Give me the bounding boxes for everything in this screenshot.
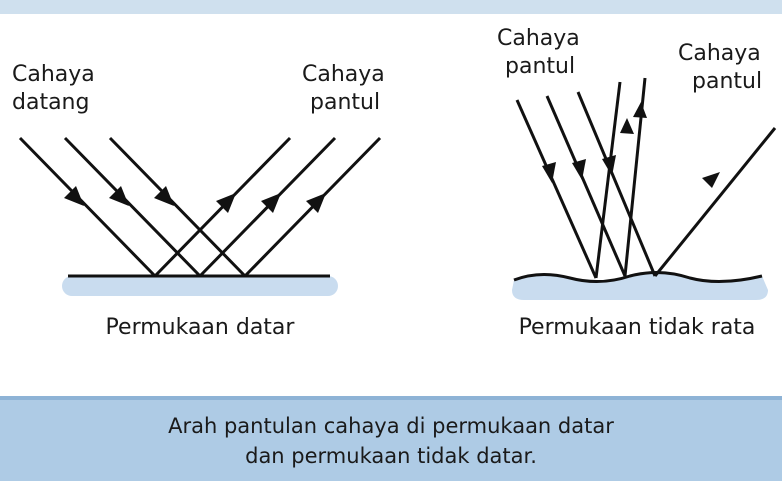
uneven-surface-shadow [512,272,768,300]
flat-surface-shadow [62,276,338,296]
uneven-incident-arrow-2 [572,159,586,180]
uneven-incident-arrow-1 [542,162,556,183]
reflected-arrow-1 [216,193,236,213]
reflected-arrows [216,193,326,213]
uneven-incident-rays [515,91,657,279]
reflection-diagram: Cahaya datang Cahaya pantul Permukaan da… [12,26,777,340]
flat-surface-label: Permukaan datar [106,315,296,340]
reflected-arrow-3 [306,193,326,213]
incident-ray-2 [63,136,202,278]
uneven-reflected-arrow-2 [633,102,647,118]
reflected-label-line2: pantul [310,90,380,115]
uneven-reflected-label-a-line2: pantul [505,54,575,79]
uneven-reflected-ray-1 [594,81,622,279]
uneven-incident-ray-1 [515,99,598,279]
incident-label-line2: datang [12,90,89,115]
top-border-strip [0,0,782,14]
incident-arrow-1 [64,186,84,206]
uneven-reflected-label-b-line2: pantul [692,69,762,94]
uneven-incident-ray-2 [545,95,627,277]
uneven-incident-ray-3 [576,91,657,277]
uneven-reflected-arrow-1 [620,118,634,134]
reflected-label-line1: Cahaya [302,62,385,87]
uneven-reflected-label-a-line1: Cahaya [497,26,580,51]
incident-arrow-3 [154,186,174,206]
uneven-surface-line [513,271,763,284]
incident-rays [18,136,247,278]
uneven-reflected-ray-3 [653,127,777,277]
caption-line-1: Arah pantulan cahaya di permukaan datar [168,413,614,438]
flat-surface-panel: Cahaya datang Cahaya pantul Permukaan da… [12,62,385,340]
incident-arrows [64,186,174,206]
uneven-reflected-rays [594,77,777,279]
uneven-reflected-arrow-3 [702,172,720,188]
uneven-surface-panel: Cahaya pantul Cahaya pantul Permukaan ti… [497,26,777,340]
incident-label-line1: Cahaya [12,62,95,87]
caption-box: Arah pantulan cahaya di permukaan datar … [0,396,782,481]
reflected-arrow-2 [261,193,281,213]
caption-line-2: dan permukaan tidak datar. [245,443,537,468]
incident-ray-1 [18,136,157,278]
uneven-surface-label: Permukaan tidak rata [519,315,756,340]
incident-arrow-2 [109,186,129,206]
uneven-reflected-label-b-line1: Cahaya [678,41,761,66]
uneven-reflected-arrows [620,102,720,188]
